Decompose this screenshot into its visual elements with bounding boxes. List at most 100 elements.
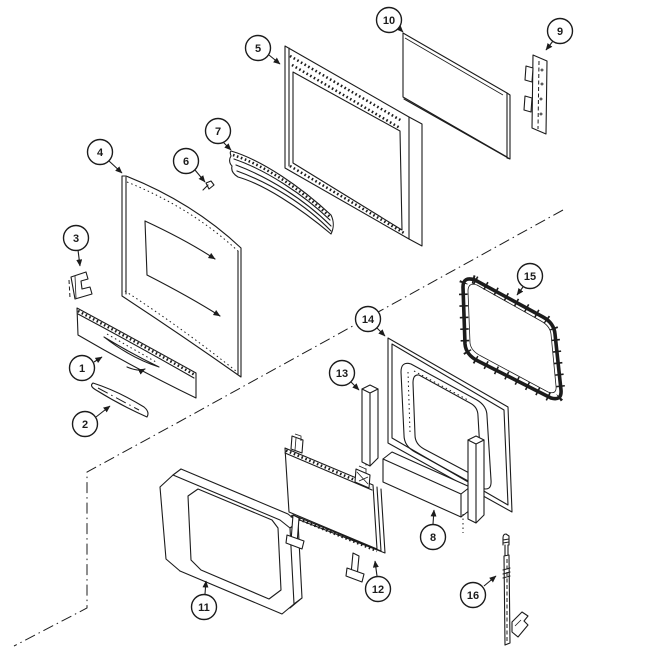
callout-number: 16 <box>467 590 479 602</box>
callout-2: 2 <box>71 405 111 438</box>
liner-front-face <box>159 474 295 615</box>
callout-number: 3 <box>73 233 79 245</box>
frame-vent-hatch <box>289 54 403 123</box>
window-cutout-top-curve <box>144 220 216 260</box>
callout-number: 7 <box>215 126 221 138</box>
callout-circle <box>354 305 382 333</box>
leader-line <box>376 327 386 337</box>
bracket-hole <box>539 112 543 116</box>
part-mounting-clip <box>68 271 93 300</box>
callout-circle <box>71 410 99 438</box>
separation-line <box>13 209 564 647</box>
part-handle-cap <box>76 307 197 399</box>
bracket-body <box>531 54 548 135</box>
part-spacer-bar-left <box>361 384 379 472</box>
callout-14: 14 <box>354 305 386 337</box>
callout-circle <box>459 581 487 609</box>
callout-3: 3 <box>62 224 90 267</box>
leader-line <box>202 580 209 595</box>
callout-circle <box>364 575 392 603</box>
part-inner-door-glass <box>402 32 511 160</box>
callout-circle <box>419 523 447 551</box>
callout-circle <box>328 359 356 387</box>
callout-9: 9 <box>545 17 574 51</box>
callout-circle <box>68 354 96 382</box>
part-vent-trim <box>229 150 334 235</box>
callout-circle <box>62 224 90 252</box>
gasket-outline <box>461 277 563 401</box>
glass-clip <box>290 435 304 454</box>
part-door-frame <box>284 45 423 247</box>
part-outer-door-glass <box>121 175 242 378</box>
part-trim-insert <box>91 382 149 418</box>
callout-10: 10 <box>375 6 404 34</box>
bracket-hole <box>540 68 544 72</box>
callout-16: 16 <box>459 575 497 609</box>
liner-window-opening <box>187 488 282 600</box>
callout-number: 15 <box>524 271 536 283</box>
leader-line <box>93 356 103 363</box>
leader-line <box>545 40 554 51</box>
gasket-ticks <box>458 274 566 403</box>
part-door-liner <box>159 468 303 615</box>
leader-line <box>430 509 437 525</box>
window-cutout-left-edge <box>144 220 148 276</box>
leader-line <box>95 405 111 418</box>
callout-number: 6 <box>183 156 189 168</box>
callout-circle <box>86 138 114 166</box>
leader-line <box>222 141 232 151</box>
callout-number: 13 <box>336 368 348 380</box>
callout-5: 5 <box>244 34 281 65</box>
bracket-hole <box>540 82 544 86</box>
callout-number: 11 <box>198 602 210 614</box>
callout-circle <box>172 147 200 175</box>
callout-15: 15 <box>516 262 544 296</box>
callout-8: 8 <box>419 509 447 551</box>
callout-number: 12 <box>372 584 384 596</box>
part-screw <box>202 180 215 191</box>
part-glass-pack <box>284 433 386 583</box>
leader-line <box>108 160 123 174</box>
callout-1: 1 <box>68 354 103 382</box>
callout-number: 2 <box>82 419 88 431</box>
part-door-gasket <box>458 274 566 403</box>
leader-line <box>516 286 524 296</box>
callout-number: 14 <box>362 314 375 326</box>
callout-number: 10 <box>383 15 395 27</box>
callout-11: 11 <box>190 580 218 621</box>
handle-recess <box>103 336 160 368</box>
callout-number: 4 <box>97 147 104 159</box>
callout-6: 6 <box>172 147 206 183</box>
callout-number: 9 <box>557 26 563 38</box>
glass-pack-front <box>284 447 378 550</box>
callout-13: 13 <box>328 359 360 391</box>
leader-line <box>372 560 379 577</box>
callout-number: 5 <box>255 43 261 55</box>
leader-line <box>268 54 281 65</box>
part-hinge-rod <box>502 533 529 646</box>
callout-number: 1 <box>79 363 85 375</box>
frame-window-opening <box>292 71 403 231</box>
leader-line <box>483 575 497 587</box>
callout-circle <box>244 34 272 62</box>
callout-circle <box>204 117 232 145</box>
callout-circle <box>375 6 403 34</box>
outer-glass-silhouette <box>121 175 242 378</box>
handle-arrow <box>126 366 146 375</box>
leader-line <box>350 381 360 391</box>
clip-body <box>70 271 93 300</box>
window-cutout-bottom-curve <box>146 274 221 317</box>
leader-line <box>194 169 206 183</box>
leader-line <box>76 249 83 267</box>
callout-4: 4 <box>86 138 123 174</box>
screw-body <box>205 180 215 190</box>
callout-circle <box>516 262 544 290</box>
callout-7: 7 <box>204 117 232 151</box>
callout-circle <box>190 593 218 621</box>
callout-number: 8 <box>430 532 436 544</box>
rod-head <box>502 533 510 546</box>
part-hinge-bracket <box>523 54 548 135</box>
callout-12: 12 <box>364 560 392 603</box>
